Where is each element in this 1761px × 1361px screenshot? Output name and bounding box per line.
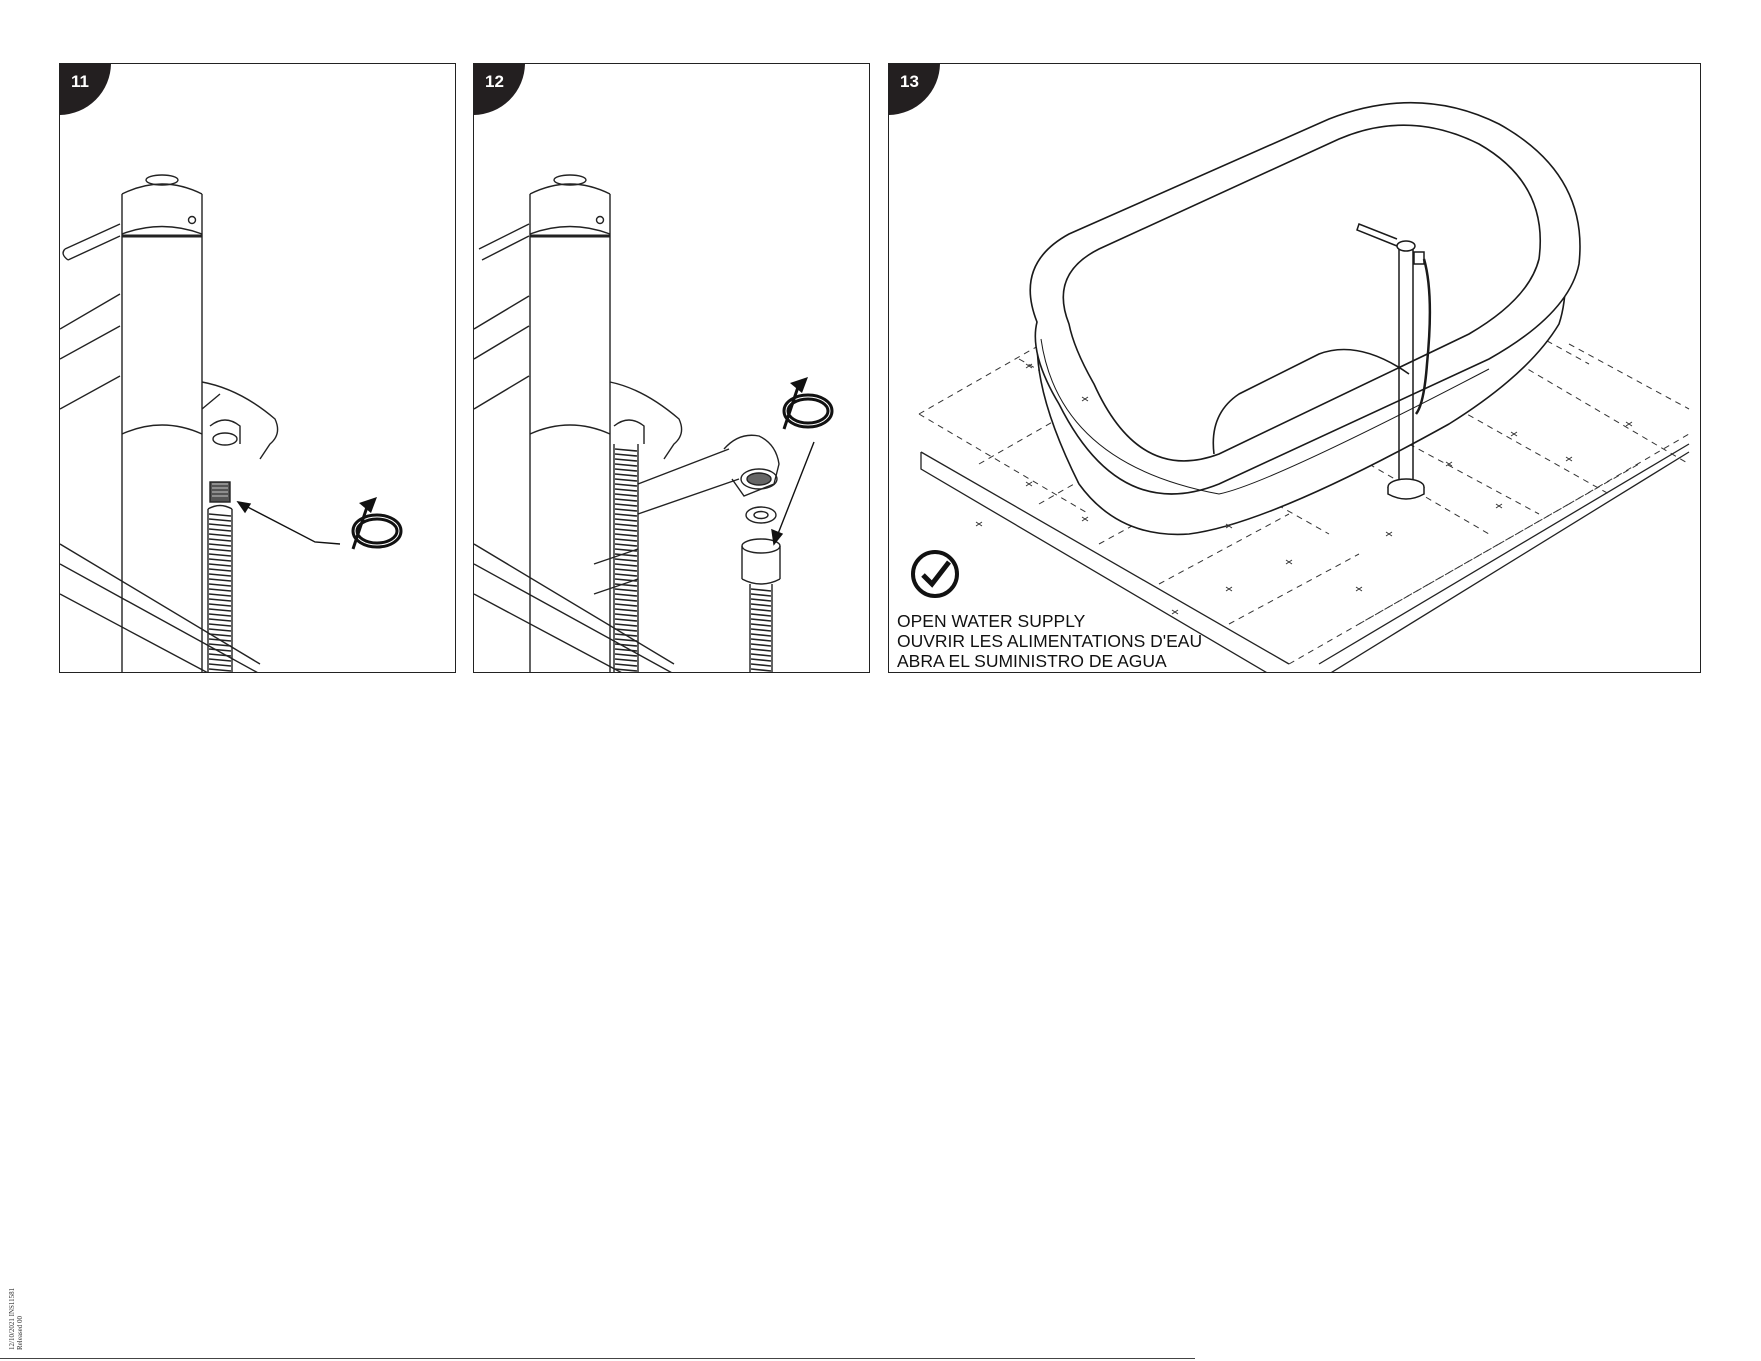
tighten-rotation-arrow-icon [784,377,830,429]
tighten-rotation-arrow-icon [353,497,399,549]
footer-rule [0,1358,1195,1359]
step-13-illustration [889,64,1701,673]
step-12-panel: 12 [473,63,870,673]
instruction-text: OPEN WATER SUPPLY OUVRIR LES ALIMENTATIO… [897,611,1202,671]
document-reference-line2: Released 00 [16,1288,24,1350]
document-reference: 12/10/2021 INS11581 Released 00 [8,1288,24,1350]
instruction-spanish: ABRA EL SUMINISTRO DE AGUA [897,651,1202,671]
instruction-french: OUVRIR LES ALIMENTATIONS D'EAU [897,631,1202,651]
step-11-panel: 11 [59,63,456,673]
step-12-illustration [474,64,870,673]
step-13-panel: 13 OPEN WATER SUPPLY OUVRIR LES ALIMENTA… [888,63,1701,673]
checkmark-circle-icon [913,552,957,596]
step-11-illustration [60,64,456,673]
instruction-english: OPEN WATER SUPPLY [897,611,1202,631]
document-reference-line1: 12/10/2021 INS11581 [8,1288,16,1350]
